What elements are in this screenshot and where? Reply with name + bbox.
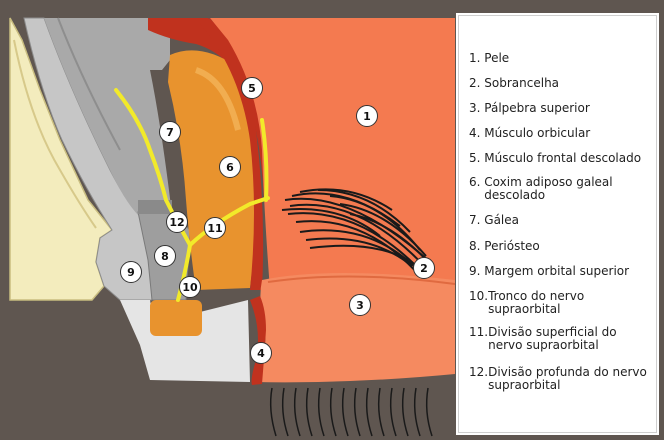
marker-12: 12 [166,211,188,233]
legend-number: 10. [469,290,488,316]
legend-text: Sobrancelha [484,77,654,90]
legend-item-7: 7. Gálea [469,214,654,227]
legend-text: Divisão profunda do nervo supraorbital [488,366,654,392]
legend-text: Coxim adiposo galeal descolado [484,176,654,202]
marker-2: 2 [413,257,435,279]
lower-fat-pad [150,300,202,336]
marker-6: 6 [219,156,241,178]
marker-11: 11 [204,217,226,239]
legend-text: Músculo orbicular [484,127,654,140]
legend-text: Pálpebra superior [484,102,654,115]
legend-item-5: 5. Músculo frontal descolado [469,152,654,165]
legend-text: Margem orbital superior [484,265,654,278]
marker-3: 3 [349,294,371,316]
legend-item-4: 4. Músculo orbicular [469,127,654,140]
legend-number: 6. [469,176,480,202]
legend-item-10: 10.Tronco do nervo supraorbital [469,290,654,316]
marker-5: 5 [241,77,263,99]
legend: 1. Pele 2. Sobrancelha 3. Pálpebra super… [458,15,657,433]
marker-1: 1 [356,105,378,127]
marker-10: 10 [179,276,201,298]
legend-text: Pele [484,52,654,65]
legend-text: Divisão superficial do nervo supraorbita… [488,326,654,352]
legend-item-11: 11.Divisão superficial do nervo supraorb… [469,326,654,352]
legend-item-1: 1. Pele [469,52,654,65]
legend-item-3: 3. Pálpebra superior [469,102,654,115]
legend-number: 12. [469,366,488,392]
legend-text: Tronco do nervo supraorbital [488,290,654,316]
legend-item-8: 8. Periósteo [469,240,654,253]
legend-number: 7. [469,214,480,227]
legend-number: 11. [469,326,488,352]
legend-number: 3. [469,102,480,115]
legend-number: 1. [469,52,480,65]
legend-item-12: 12.Divisão profunda do nervo supraorbita… [469,366,654,392]
legend-text: Periósteo [484,240,654,253]
legend-number: 4. [469,127,480,140]
legend-text: Músculo frontal descolado [484,152,654,165]
legend-item-6: 6. Coxim adiposo galeal descolado [469,176,654,202]
marker-8: 8 [154,245,176,267]
legend-number: 8. [469,240,480,253]
legend-number: 2. [469,77,480,90]
upper-eyelid [252,273,455,382]
legend-number: 5. [469,152,480,165]
marker-4: 4 [250,342,272,364]
marker-9: 9 [120,261,142,283]
marker-7: 7 [159,121,181,143]
legend-item-2: 2. Sobrancelha [469,77,654,90]
legend-number: 9. [469,265,480,278]
legend-item-9: 9. Margem orbital superior [469,265,654,278]
legend-text: Gálea [484,214,654,227]
